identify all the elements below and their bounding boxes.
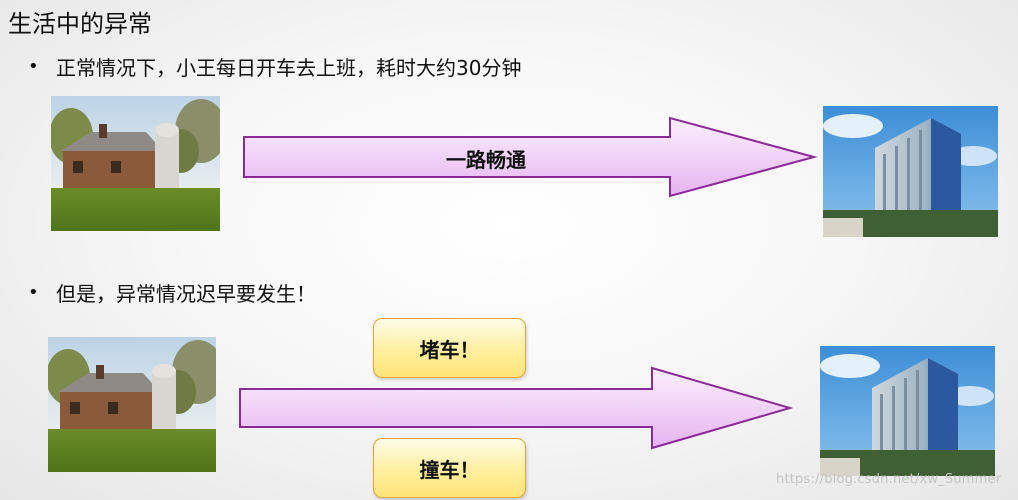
bullet-icon: • xyxy=(28,282,39,303)
right-arrow-icon xyxy=(243,116,818,198)
watermark-text: https://blog.csdn.net/xw_Summer xyxy=(776,472,1002,487)
car-crash-callout: 撞车！ xyxy=(373,438,526,498)
traffic-jam-callout: 堵车！ xyxy=(373,318,526,378)
right-arrow-icon xyxy=(239,366,794,450)
office-building-photo xyxy=(820,346,995,476)
bullet-text: 但是，异常情况迟早要发生！ xyxy=(56,282,316,306)
bullet-item-normal: • 正常情况下，小王每日开车去上班，耗时大约30分钟 xyxy=(28,52,521,81)
farm-photo xyxy=(51,96,220,231)
office-building-photo xyxy=(823,106,998,237)
slide-title: 生活中的异常 xyxy=(8,10,152,38)
bullet-icon: • xyxy=(28,56,39,77)
bullet-text: 正常情况下，小王每日开车去上班，耗时大约30分钟 xyxy=(56,56,522,80)
bullet-item-exception: • 但是，异常情况迟早要发生！ xyxy=(28,278,316,307)
arrow-label: 一路畅通 xyxy=(446,148,526,172)
farm-photo xyxy=(48,337,216,472)
